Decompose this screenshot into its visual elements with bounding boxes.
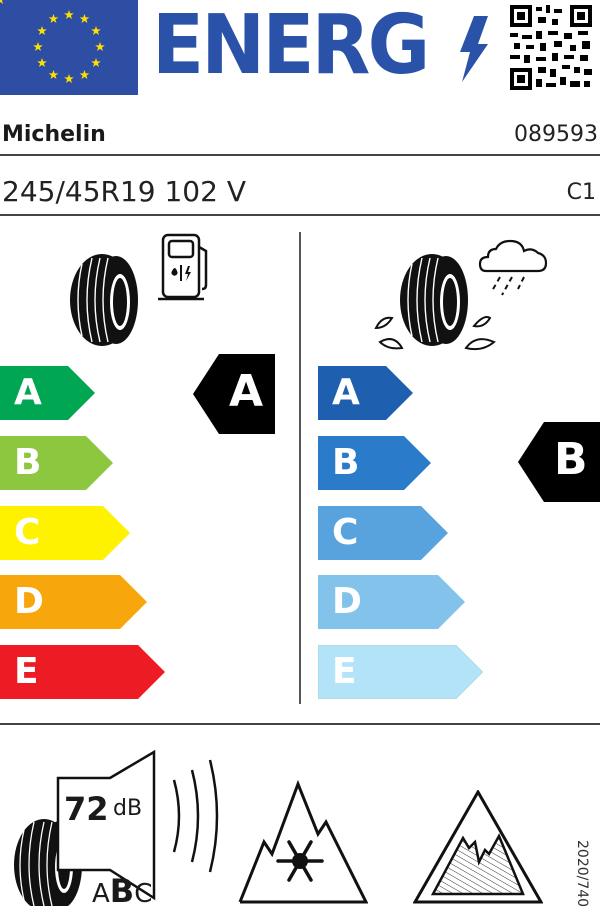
tyre-size: 245/45R19 102 V [2, 175, 246, 208]
three-peak-mountain-snowflake-icon [238, 780, 368, 904]
qr-code-icon[interactable] [510, 5, 592, 90]
section-divider [299, 232, 301, 704]
wet-class-b: B [318, 436, 432, 490]
brand-name: Michelin [2, 122, 106, 147]
tyre-icon [70, 254, 138, 346]
wet-tyre-icon [374, 254, 496, 351]
noise-speaker-tyre-icon [14, 750, 219, 906]
wet-class-c: C [318, 506, 449, 560]
lightning-bolt-icon [460, 16, 488, 82]
noise-unit: dB [113, 796, 143, 821]
ice-grip-mountain-icon [413, 790, 543, 904]
wet-class-d: D [318, 575, 466, 629]
energy-title: ENERG [152, 0, 430, 93]
wet-class-e: E [318, 645, 484, 699]
fuel-class-d: D [0, 575, 148, 629]
divider [0, 214, 600, 216]
noise-class-scale: ABC [92, 872, 153, 910]
type-identifier: 089593 [514, 122, 598, 147]
fuel-rating-badge: A [193, 354, 275, 434]
divider [0, 154, 600, 156]
fuel-class-b: B [0, 436, 114, 490]
eu-stars-icon [0, 0, 105, 83]
regulation-number: 2020/740 [574, 840, 590, 908]
fuel-class-a: A [0, 366, 96, 420]
fuel-class-e: E [0, 645, 166, 699]
noise-value: 72 [64, 790, 109, 828]
divider [0, 723, 600, 725]
wet-class-a: A [318, 366, 414, 420]
tyre-class: C1 [566, 180, 596, 205]
rain-cloud-icon [478, 239, 548, 296]
eu-flag [0, 0, 138, 95]
wet-grip-rating-badge: B [518, 422, 600, 502]
fuel-pump-icon [158, 233, 208, 301]
fuel-class-c: C [0, 506, 131, 560]
